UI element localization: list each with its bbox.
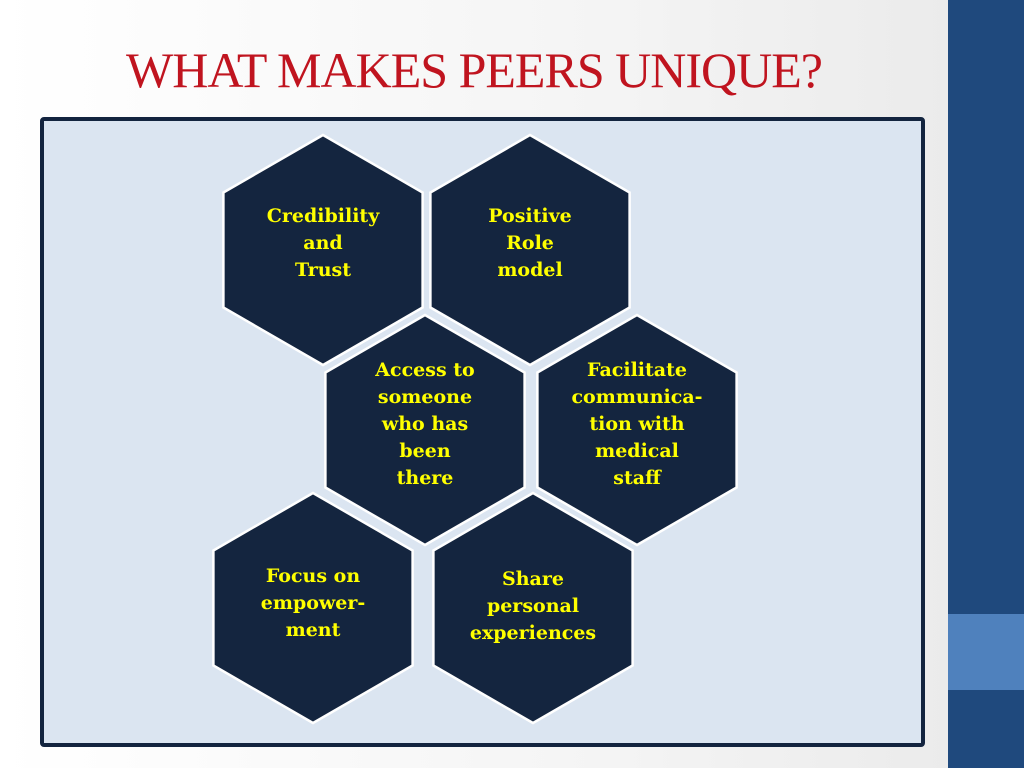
- hexagon-access: Access to someone who has been there: [324, 313, 526, 547]
- hexagon-label-line: been: [399, 440, 450, 462]
- hexagon-label-line: there: [397, 467, 454, 489]
- hexagon-shape: [222, 133, 424, 367]
- hexagon-label: Share personal experiences: [470, 568, 596, 644]
- hexagon-share: Share personal experiences: [432, 491, 634, 725]
- hexagon-label-line: who has: [381, 413, 468, 435]
- hexagon-label-line: personal: [487, 595, 579, 617]
- hexagon-label-line: Positive: [488, 205, 572, 227]
- hexagon-label-line: Role: [506, 232, 554, 254]
- hexagon-label-line: empower-: [261, 592, 366, 614]
- hexagon-facilitate: Facilitate communica-tion with medical staf…: [536, 313, 738, 547]
- hexagon-shape: [432, 491, 634, 725]
- hexagon-label: Facilitate communica-tion with medical staf…: [571, 359, 702, 489]
- hexagon-shape: [212, 491, 414, 725]
- hexagon-empowerment: Focus on empower-ment: [212, 491, 414, 725]
- hexagon-label: Focus on empower-ment: [261, 565, 366, 641]
- hexagon-label-line: model: [497, 259, 562, 281]
- hexagon-shape: [429, 133, 631, 367]
- hexagon-label-line: Access to: [374, 359, 474, 381]
- hexagon-label-line: staff: [613, 467, 662, 489]
- hexagon-label-line: Share: [502, 568, 564, 590]
- hexagon-label-line: tion with: [589, 413, 684, 435]
- hexagon-label-line: communica-: [571, 386, 702, 408]
- hexagon-shape: [536, 313, 738, 547]
- hexagon-label-line: Facilitate: [587, 359, 687, 381]
- side-bar-accent: [948, 614, 1024, 690]
- hexagon-label-line: and: [303, 232, 342, 254]
- hexagon-label-line: experiences: [470, 622, 596, 644]
- hexagon-label-line: ment: [286, 619, 341, 641]
- hexagon-label-line: someone: [378, 386, 472, 408]
- hexagon-label-line: Credibility: [267, 205, 380, 227]
- hexagon-shape: [324, 313, 526, 547]
- hexagon-label-line: medical: [595, 440, 679, 462]
- hexagon-label: Access to someone who has been there: [374, 359, 474, 489]
- slide-title: WHAT MAKES PEERS UNIQUE?: [126, 42, 823, 98]
- hexagon-label-line: Focus on: [266, 565, 360, 587]
- hexagon-label-line: Trust: [295, 259, 351, 281]
